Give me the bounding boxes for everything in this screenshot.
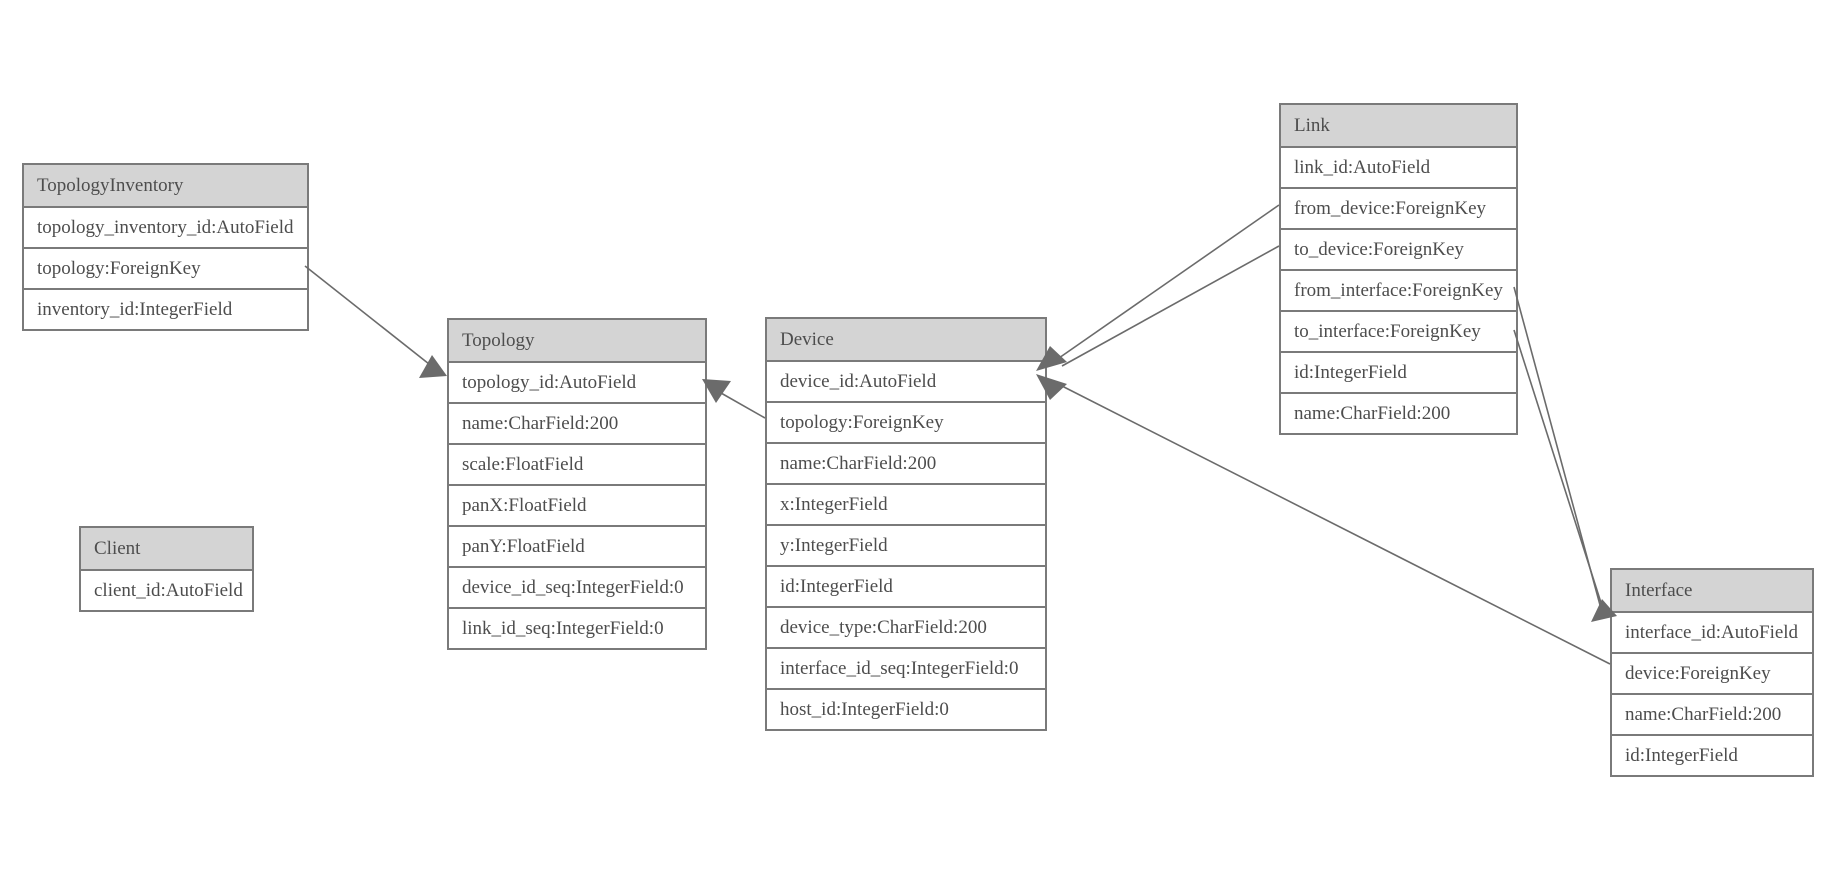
entity-title: Device bbox=[767, 319, 1045, 360]
field-row: topology_id:AutoField bbox=[449, 361, 705, 402]
field-row: id:IntegerField bbox=[1612, 734, 1812, 775]
field-row: scale:FloatField bbox=[449, 443, 705, 484]
field-row: topology:ForeignKey bbox=[767, 401, 1045, 442]
entity-title: Interface bbox=[1612, 570, 1812, 611]
field-row: to_interface:ForeignKey bbox=[1281, 310, 1516, 351]
field-row: id:IntegerField bbox=[767, 565, 1045, 606]
entity-title: Topology bbox=[449, 320, 705, 361]
field-row: inventory_id:IntegerField bbox=[24, 288, 307, 329]
field-row: topology_inventory_id:AutoField bbox=[24, 206, 307, 247]
field-row: host_id:IntegerField:0 bbox=[767, 688, 1045, 729]
edge-link-from-interface bbox=[1513, 286, 1601, 606]
entity-title: Client bbox=[81, 528, 252, 569]
field-row: panX:FloatField bbox=[449, 484, 705, 525]
field-row: device_type:CharField:200 bbox=[767, 606, 1045, 647]
field-row: link_id_seq:IntegerField:0 bbox=[449, 607, 705, 648]
field-row: interface_id_seq:IntegerField:0 bbox=[767, 647, 1045, 688]
field-row: x:IntegerField bbox=[767, 483, 1045, 524]
edge-link-to-interface bbox=[1513, 329, 1604, 610]
field-row: name:CharField:200 bbox=[1612, 693, 1812, 734]
field-row: topology:ForeignKey bbox=[24, 247, 307, 288]
field-row: panY:FloatField bbox=[449, 525, 705, 566]
field-row: device:ForeignKey bbox=[1612, 652, 1812, 693]
field-row: id:IntegerField bbox=[1281, 351, 1516, 392]
arrowhead-into-topology-left bbox=[419, 355, 447, 378]
field-row: interface_id:AutoField bbox=[1612, 611, 1812, 652]
field-row: name:CharField:200 bbox=[767, 442, 1045, 483]
edge-topologyinventory-topology bbox=[304, 265, 430, 365]
field-row: to_device:ForeignKey bbox=[1281, 228, 1516, 269]
entity-title: TopologyInventory bbox=[24, 165, 307, 206]
field-row: from_device:ForeignKey bbox=[1281, 187, 1516, 228]
edge-device-topology bbox=[720, 392, 766, 419]
field-row: name:CharField:200 bbox=[1281, 392, 1516, 433]
field-row: client_id:AutoField bbox=[81, 569, 252, 610]
field-row: name:CharField:200 bbox=[449, 402, 705, 443]
field-row: from_interface:ForeignKey bbox=[1281, 269, 1516, 310]
field-row: device_id_seq:IntegerField:0 bbox=[449, 566, 705, 607]
entity-title: Link bbox=[1281, 105, 1516, 146]
field-row: link_id:AutoField bbox=[1281, 146, 1516, 187]
edge-link-to-device bbox=[1061, 245, 1280, 367]
edge-link-from-device bbox=[1058, 204, 1280, 359]
field-row: y:IntegerField bbox=[767, 524, 1045, 565]
field-row: device_id:AutoField bbox=[767, 360, 1045, 401]
